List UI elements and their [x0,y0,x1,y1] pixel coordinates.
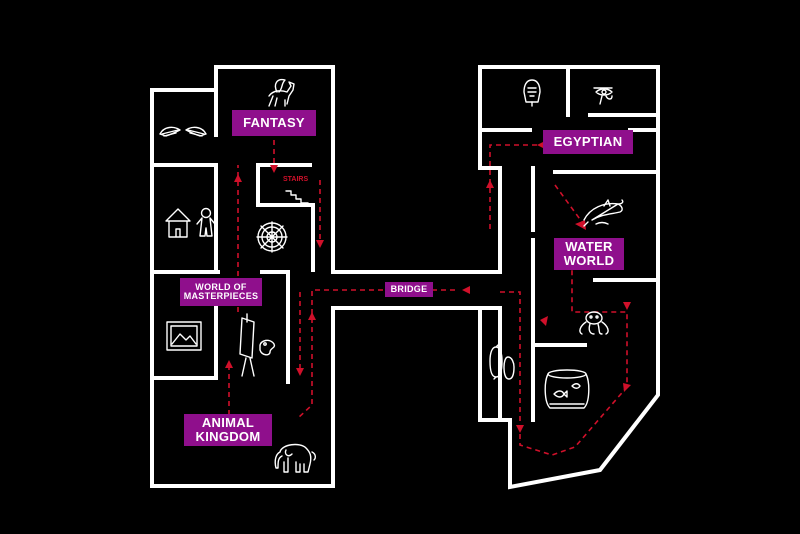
bridge-walls [331,270,502,310]
stairs-label: STAIRS [283,176,309,183]
pegasus-icon [268,78,295,107]
left-wing-walls [150,65,335,488]
room-label-egyptian: EGYPTIAN [543,130,633,154]
wings-icon [159,126,207,137]
stairs-icon [285,190,309,204]
room-label-water-world: WATER WORLD [554,238,624,270]
painting-icon [166,321,202,351]
pharaoh-icon [523,79,541,107]
eye-of-horus-icon [593,87,613,105]
right-wing-walls [478,65,660,490]
hut-icon [165,208,191,238]
palette-icon [259,339,276,356]
room-label-animal-kingdom: ANIMAL KINGDOM [184,414,272,446]
room-label-bridge: BRIDGE [385,282,433,297]
penguin-icon [489,344,515,380]
gingerbread-man-icon [196,207,216,237]
dolphin-icon [583,199,624,227]
aquarium-icon [544,369,590,409]
room-label-world-of-masterpieces: WORLD OF MASTERPIECES [180,278,262,306]
octopus-icon [579,311,609,335]
easel-icon [239,313,255,377]
room-label-fantasy: FANTASY [232,110,316,136]
spider-web-icon [256,221,288,253]
elephant-icon [274,443,317,473]
